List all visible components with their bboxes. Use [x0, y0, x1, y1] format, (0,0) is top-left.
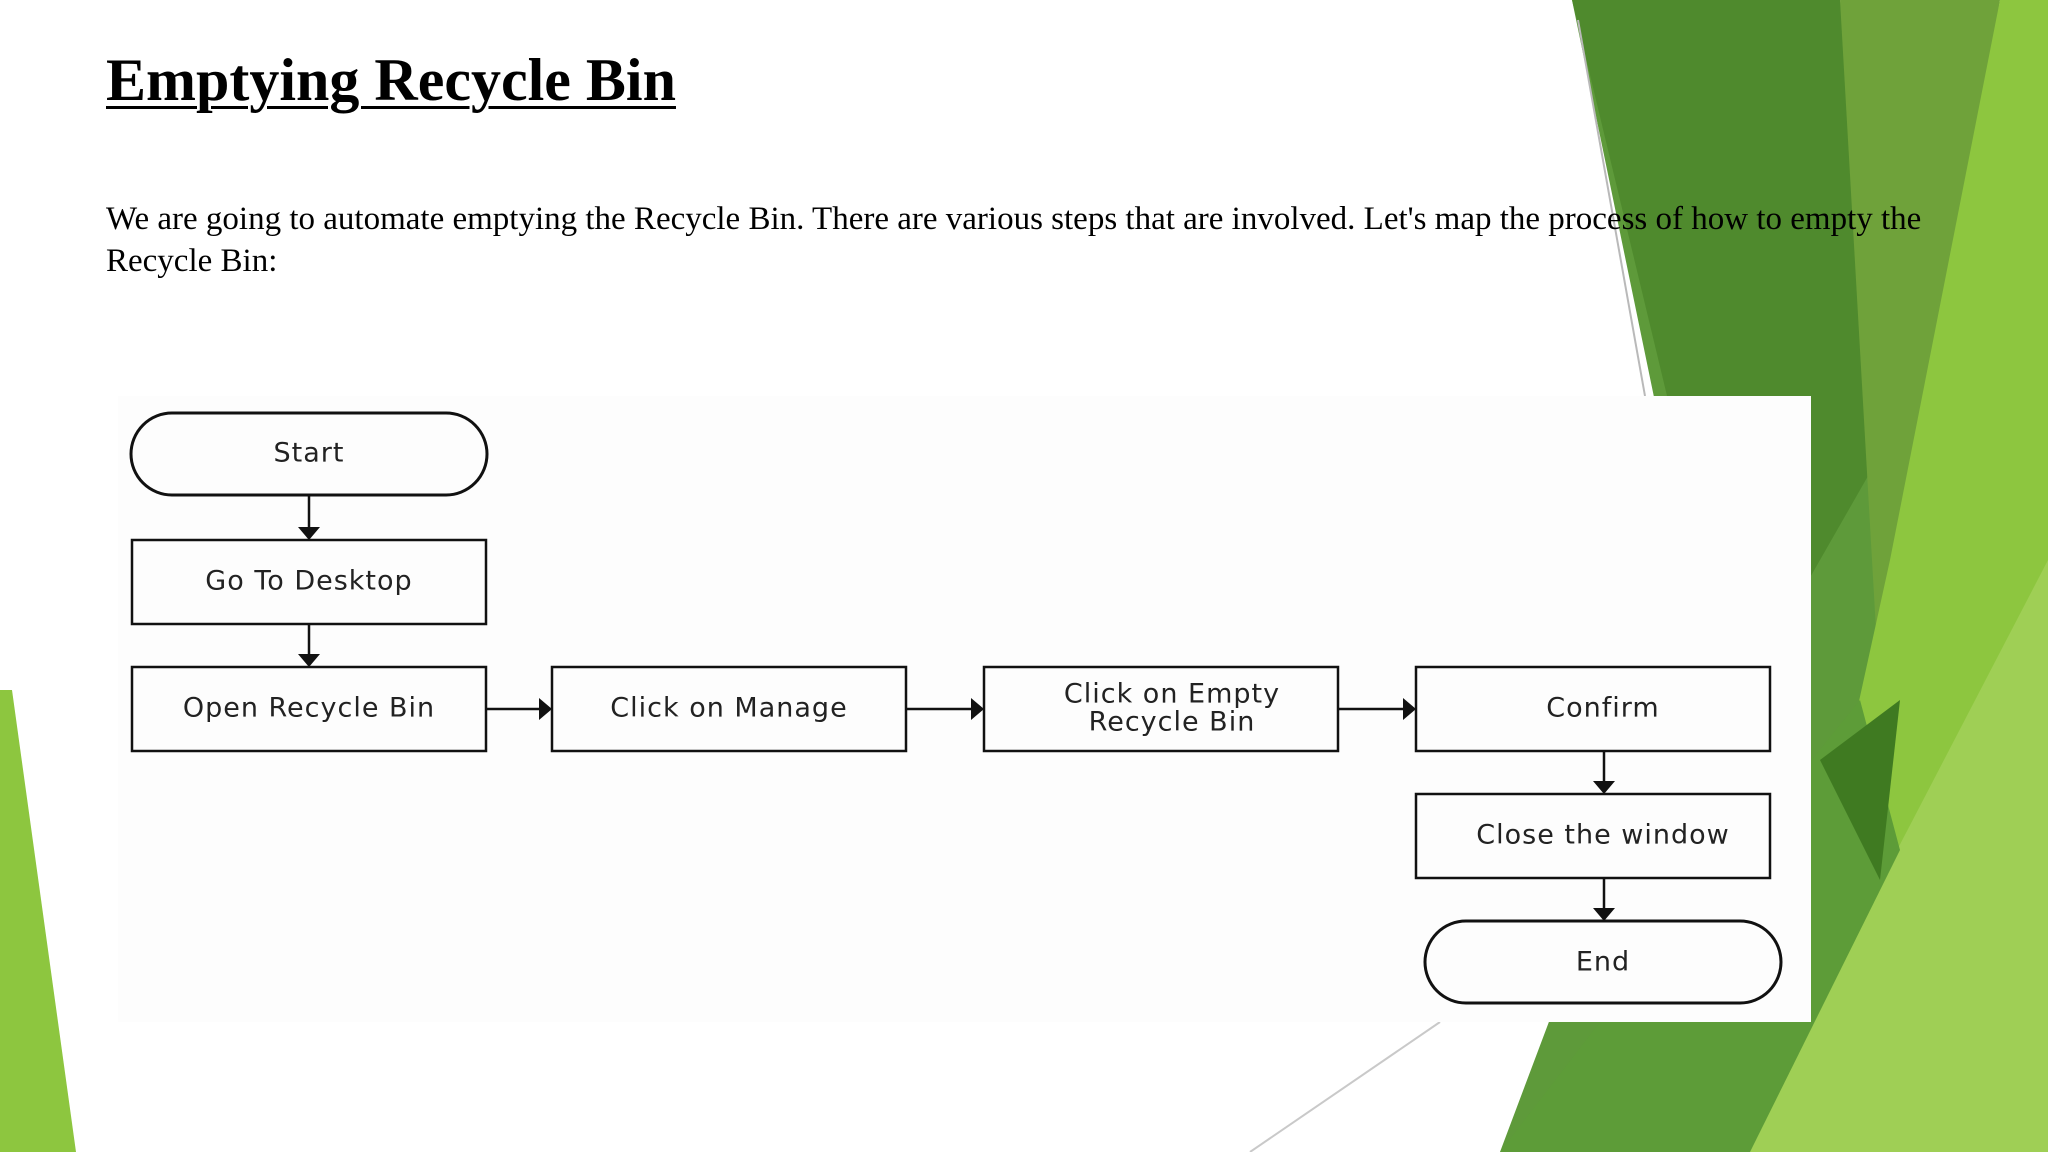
- end-label: End: [1576, 947, 1630, 978]
- flowchart: Start Go To Desktop Open Recycle Bin Cli…: [129, 411, 1783, 1005]
- flowchart-panel: Start Go To Desktop Open Recycle Bin Cli…: [118, 396, 1811, 1022]
- decor-line-bottom: [1249, 1021, 1441, 1152]
- close-the-window-node: [1414, 792, 1772, 880]
- click-on-empty-label-line1: Click on Empty: [1064, 679, 1280, 710]
- decor-shape-deep: [1820, 700, 1900, 880]
- decor-shape-olive: [1840, 0, 2000, 700]
- confirm-node: [1414, 665, 1772, 753]
- confirm-label: Confirm: [1546, 693, 1659, 724]
- click-on-manage-label: Click on Manage: [610, 693, 847, 724]
- decor-shape-left: [0, 690, 76, 1152]
- start-label: Start: [274, 438, 345, 469]
- intro-paragraph: We are going to automate emptying the Re…: [106, 201, 1922, 279]
- arrowhead-confirm-to-close: [1593, 781, 1615, 794]
- arrowhead-manage-to-empty: [971, 698, 984, 720]
- decor-line-top: [1577, 19, 1646, 397]
- arrowhead-open-to-manage: [539, 698, 552, 720]
- arrowhead-close-to-end: [1593, 908, 1615, 921]
- open-recycle-bin-label: Open Recycle Bin: [183, 693, 435, 724]
- close-the-window-label: Close the window: [1476, 820, 1729, 851]
- arrowhead-empty-to-confirm: [1403, 698, 1416, 720]
- go-to-desktop-label: Go To Desktop: [205, 566, 412, 597]
- page-title: Emptying Recycle Bin: [106, 47, 676, 113]
- click-on-empty-label-line2: Recycle Bin: [1089, 707, 1256, 738]
- decor-shape-dark: [1572, 0, 1900, 700]
- end-node: [1423, 919, 1783, 1005]
- arrowhead-start-to-desktop: [298, 527, 320, 540]
- arrowhead-desktop-to-open: [298, 654, 320, 667]
